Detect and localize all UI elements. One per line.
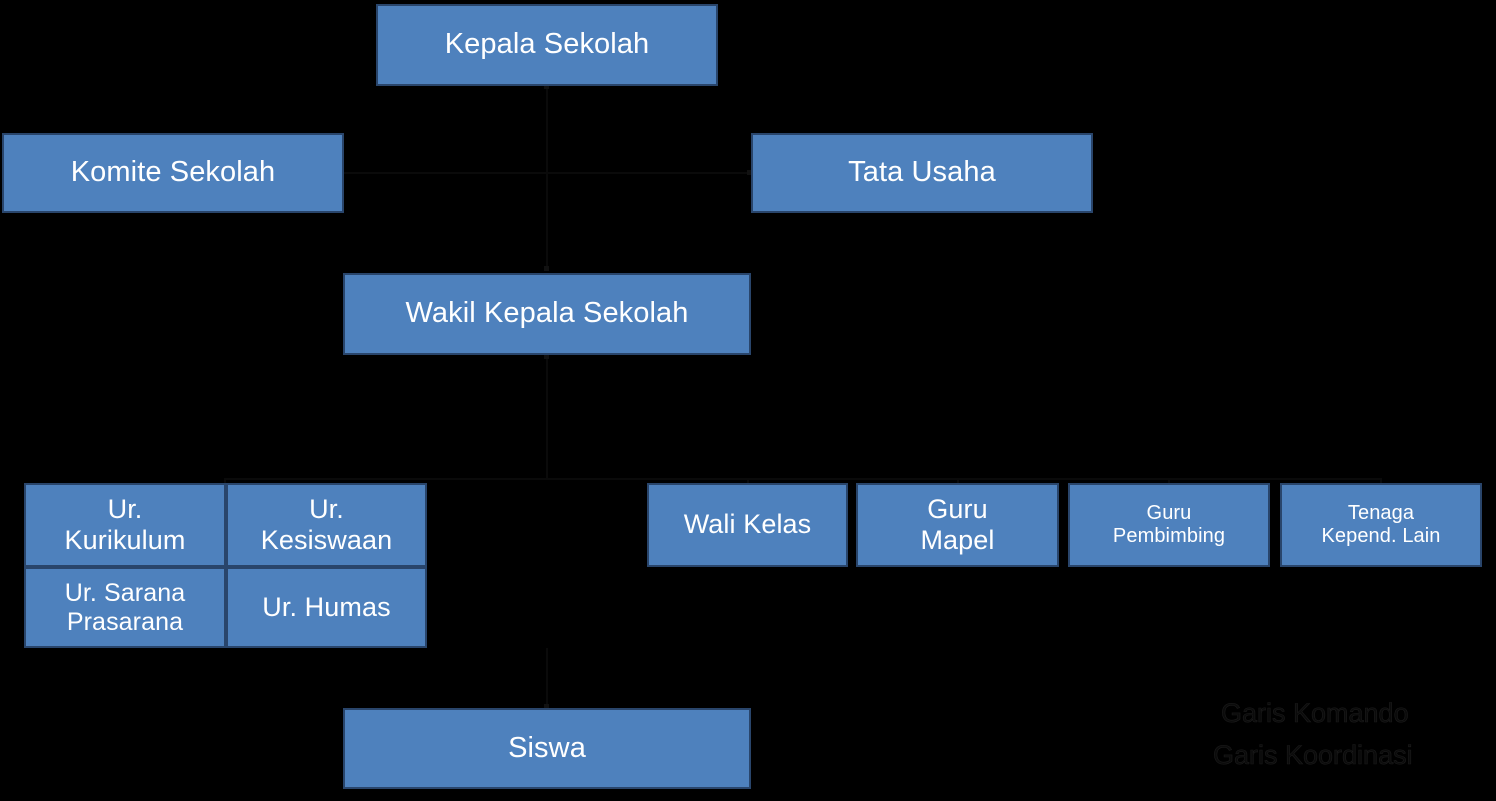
legend-garis-komando: Garis Komando [1221,698,1409,729]
node-ur-sarana-prasarana[interactable]: Ur. Sarana Prasarana [24,567,226,648]
node-wakil-kepala-sekolah[interactable]: Wakil Kepala Sekolah [343,273,751,355]
connector-bus-to-wali-kelas [747,478,749,486]
node-wali-kelas[interactable]: Wali Kelas [647,483,848,567]
node-kepala-sekolah[interactable]: Kepala Sekolah [376,4,718,86]
node-siswa[interactable]: Siswa [343,708,751,789]
connector-row4-bus [224,478,1380,480]
connector-bus-to-guru-pembimbing [1168,478,1170,486]
connector-kepala-to-wakil [546,88,548,268]
connector-stub-siswa-top [544,704,549,709]
node-ur-kurikulum[interactable]: Ur. Kurikulum [24,483,226,567]
connector-stub-wakil-bottom [544,354,549,359]
connector-bus-to-urusan [224,478,226,486]
node-tenaga-kependidikan-lain[interactable]: Tenaga Kepend. Lain [1280,483,1482,567]
connector-kepala-to-komite [172,172,548,174]
node-guru-pembimbing[interactable]: Guru Pembimbing [1068,483,1270,567]
connector-bus-to-tenaga-kependidikan [1380,478,1382,486]
node-ur-kesiswaan[interactable]: Ur. Kesiswaan [226,483,427,567]
connector-wakil-to-row4 [546,358,548,480]
connector-stub-wakil-top [544,266,549,271]
connector-kepala-to-tata-usaha [546,172,752,174]
connector-bus-to-guru-mapel [957,478,959,486]
connector-stub-kepala-bottom [544,84,549,89]
node-tata-usaha[interactable]: Tata Usaha [751,133,1093,213]
connector-stub-tata-usaha-left [747,170,752,175]
node-guru-mapel[interactable]: Guru Mapel [856,483,1059,567]
connector-to-siswa [546,648,548,708]
node-ur-humas[interactable]: Ur. Humas [226,567,427,648]
legend-garis-koordinasi: Garis Koordinasi [1213,740,1413,771]
node-komite-sekolah[interactable]: Komite Sekolah [2,133,344,213]
